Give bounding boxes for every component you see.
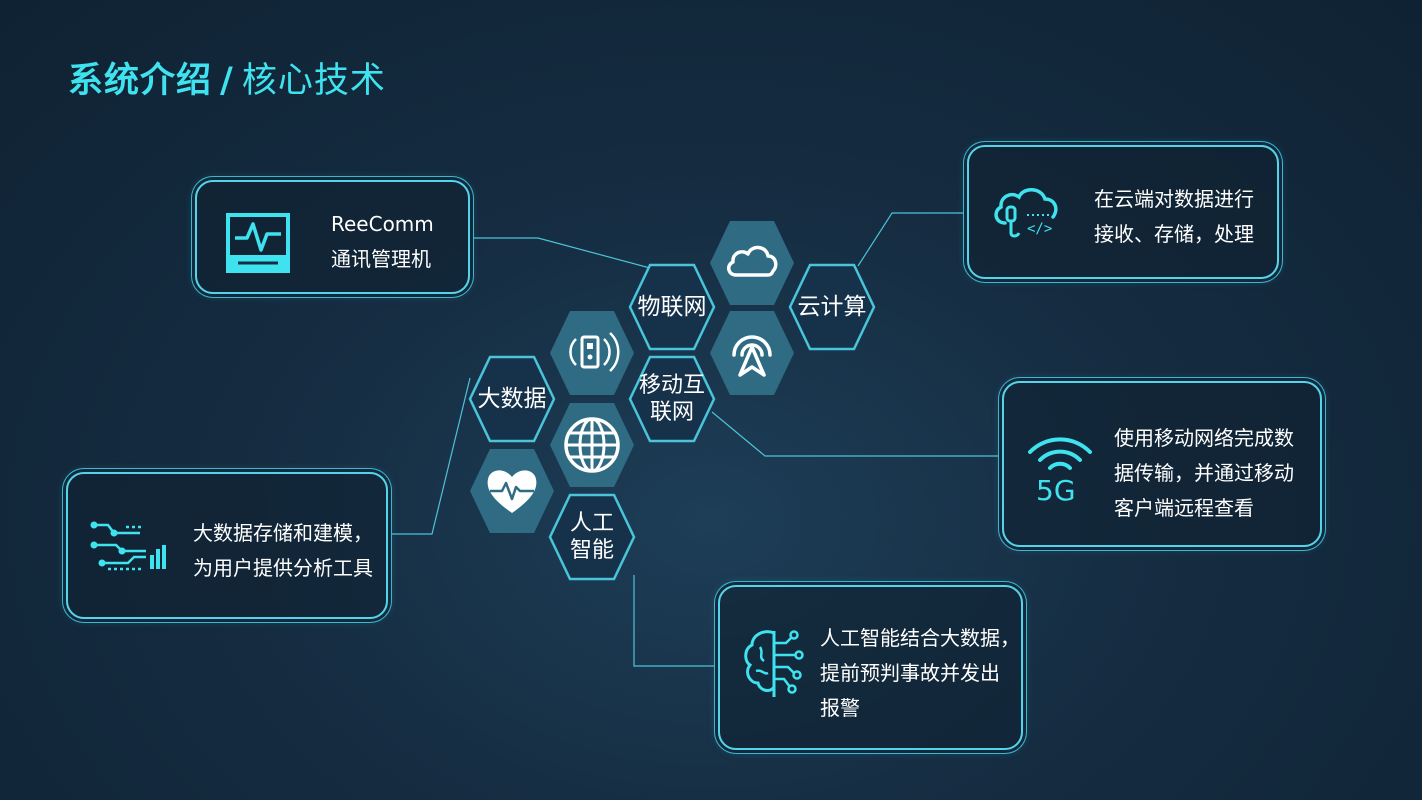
- card-line: 大数据存储和建模，: [193, 521, 373, 545]
- hex-label: 云计算: [797, 293, 867, 320]
- card-line: 在云端对数据进行: [1094, 187, 1254, 211]
- connector-line-cloud: [857, 212, 967, 267]
- card-cloud: </> 在云端对数据进行 接收、存储，处理: [967, 145, 1279, 279]
- ai-brain-icon: [742, 627, 806, 703]
- card-bigdata: 大数据存储和建模， 为用户提供分析工具: [66, 472, 388, 619]
- monitor-pulse-icon: [225, 212, 291, 278]
- title-sub: 核心技术: [241, 61, 386, 101]
- card-line: 据传输，并通过移动: [1114, 461, 1294, 485]
- svg-text:5G: 5G: [1036, 474, 1076, 502]
- hex-label-line: 联网: [649, 400, 694, 425]
- card-5g: 5G 使用移动网络完成数 据传输，并通过移动 客户端远程查看: [1002, 381, 1322, 547]
- card-reecomm: ReeComm 通讯管理机: [195, 180, 470, 294]
- cloud-icon: [722, 233, 782, 297]
- card-line: 报警: [820, 696, 860, 720]
- hex-label: 物联网: [637, 293, 707, 320]
- card-line: 接收、存储，处理: [1094, 222, 1254, 246]
- card-line: ReeComm: [331, 212, 434, 236]
- connector-line-mobile: [711, 411, 1002, 457]
- hex-label-line: 移动互: [638, 373, 705, 398]
- data-flow-icon: [88, 519, 168, 577]
- card-line: 为用户提供分析工具: [193, 556, 373, 580]
- globe-icon: [562, 415, 622, 479]
- card-line: 使用移动网络完成数: [1114, 426, 1294, 450]
- connector-line-ai: [633, 575, 718, 667]
- card-ai: 人工智能结合大数据， 提前预判事故并发出 报警: [718, 585, 1023, 750]
- hex-label-line: 智能: [569, 538, 614, 563]
- hex-device-icon-tile: [548, 308, 636, 398]
- hex-label: 大数据: [477, 385, 547, 412]
- hex-mobile-internet: 移动互 联网: [628, 354, 716, 444]
- hex-iot: 物联网: [628, 262, 716, 352]
- title-separator: /: [220, 61, 234, 101]
- connector-line-bigdata: [388, 377, 471, 535]
- hex-ai: 人工 智能: [548, 492, 636, 582]
- card-line: 人工智能结合大数据，: [820, 626, 1020, 650]
- card-line: 提前预判事故并发出: [820, 661, 1000, 685]
- hex-navigation-icon-tile: [708, 308, 796, 398]
- device-signal-icon: [562, 323, 622, 387]
- 5g-signal-icon: 5G: [1022, 428, 1098, 507]
- hex-cloud-icon-tile: [708, 218, 796, 308]
- hex-label-line: 人工: [569, 511, 614, 536]
- hex-globe-icon-tile: [548, 400, 636, 490]
- hex-heart-icon-tile: [468, 446, 556, 536]
- heart-pulse-icon: [482, 461, 542, 525]
- connector-line-iot: [470, 237, 651, 269]
- title-main: 系统介绍: [68, 61, 213, 101]
- hex-cloud-computing: 云计算: [788, 262, 876, 352]
- svg-text:</>: </>: [1027, 221, 1052, 237]
- page-title: 系统介绍/核心技术: [68, 52, 386, 103]
- card-line: 客户端远程查看: [1114, 496, 1254, 520]
- navigation-signal-icon: [722, 323, 782, 387]
- cloud-code-icon: </>: [991, 185, 1061, 245]
- hex-bigdata: 大数据: [468, 354, 556, 444]
- card-line: 通讯管理机: [331, 247, 431, 271]
